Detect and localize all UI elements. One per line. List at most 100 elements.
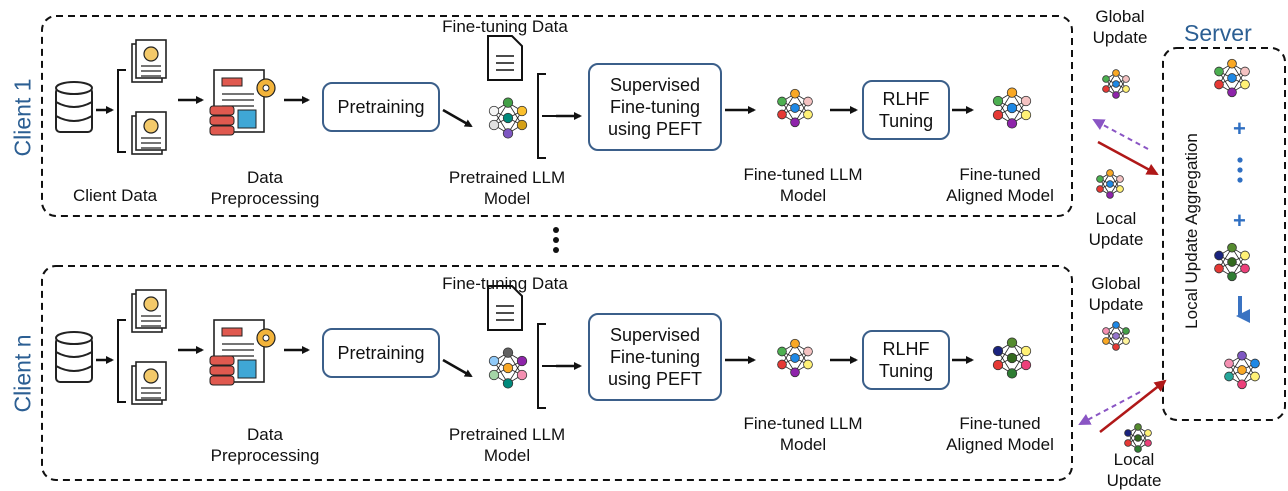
aggregation-label: Local Update Aggregation [1182,133,1201,329]
aligned-model-n-line1: Fine-tuned [959,414,1041,433]
fine-tuning-data-label: Fine-tuning Data [442,17,568,36]
rlhf-n-line2: Tuning [878,361,934,381]
rlhf-line1: RLHF [882,89,930,109]
update-arrows-client-n [1078,379,1167,433]
document-icon [487,35,523,81]
client-1-label: Client 1 [9,78,36,157]
finetuned-model-line2: Model [779,186,827,205]
local-update-label-1: Local Update [1076,208,1156,250]
document-icon [487,285,523,331]
pretrained-model-label: Pretrained LLM Model [432,167,582,209]
local-update-network-icon [1096,169,1124,199]
database-icon [55,81,93,133]
client-1-container [41,15,1073,217]
server-aggregated-network-icon [1224,350,1260,390]
document-info-icon [131,361,167,405]
client-n-container [41,265,1073,481]
finetuned-model-line1: Fine-tuned LLM [743,165,863,184]
aligned-model-line1: Fine-tuned [959,165,1041,184]
server-container [1162,47,1286,421]
finetuned-model-n-line1: Fine-tuned LLM [743,414,863,433]
data-preprocessing-label-n: Data Preprocessing [195,424,335,466]
local-update-n-line2: Update [1106,471,1162,490]
pretrained-model-line2: Model [483,189,531,208]
sft-line2: Fine-tuning [609,97,701,117]
rlhf-box-n: RLHF Tuning [862,330,950,390]
sft-line1: Supervised [609,75,701,95]
aligned-network-icon [992,337,1032,379]
pretraining-box-n: Pretraining [322,328,440,378]
sft-n-line2: Fine-tuning [609,347,701,367]
global-update-1-line2: Update [1092,28,1148,47]
pretraining-box: Pretraining [322,82,440,132]
sft-box-n: Supervised Fine-tuning using PEFT [588,313,722,401]
local-update-n-line1: Local [1113,450,1155,469]
finetuned-network-icon [777,88,813,128]
server-network-icon [1214,58,1250,98]
aligned-model-n-line2: Aligned Model [946,435,1054,454]
pretrained-network-icon [488,347,528,389]
server-networks [1214,58,1260,390]
aligned-network-icon [992,87,1032,129]
server-network-icon [1214,242,1250,282]
update-networks [1096,69,1152,453]
local-update-network-icon [1124,423,1152,453]
document-info-icon [131,39,167,83]
client-row-n [55,285,1032,409]
rlhf-line2: Tuning [878,111,934,131]
pretrained-model-n-line2: Model [483,446,531,465]
flow-arrow [442,108,473,128]
sft-n-line1: Supervised [609,325,701,345]
global-update-n-line1: Global [1091,274,1141,293]
global-update-1-line1: Global [1095,7,1145,26]
data-preprocessing-label: Data Preprocessing [195,167,335,209]
aligned-model-label: Fine-tuned Aligned Model [930,164,1070,206]
update-arrows-client-1 [1092,119,1159,176]
aligned-model-line2: Aligned Model [946,186,1054,205]
data-preprocessing-n-line2: Preprocessing [210,446,320,465]
bracket [537,323,546,409]
client-n-label: Client n [9,334,36,413]
pretrained-model-line1: Pretrained LLM [448,168,566,187]
preprocessing-icon [209,69,276,136]
global-update-label-n: Global Update [1076,273,1156,315]
data-preprocessing-line2: Preprocessing [210,189,320,208]
global-update-network-icon [1102,69,1130,99]
local-update-1-line2: Update [1088,230,1144,249]
plus-sign-2: + [1233,208,1246,233]
sft-line3: using PEFT [607,119,703,139]
bracket [117,319,126,403]
client-data-label: Client Data [72,186,158,205]
flow-arrow [442,358,473,378]
server-title: Server [1184,20,1252,46]
preprocessing-icon [209,319,276,386]
pretrained-model-n-line1: Pretrained LLM [448,425,566,444]
aligned-model-label-n: Fine-tuned Aligned Model [930,413,1070,455]
finetuned-model-n-line2: Model [779,435,827,454]
fine-tuning-data-label-n: Fine-tuning Data [442,274,568,293]
bracket [537,73,546,159]
local-update-1-line1: Local [1095,209,1137,228]
client-row-1 [55,35,1032,159]
sft-n-line3: using PEFT [607,369,703,389]
local-update-label-n: Local Update [1094,449,1174,491]
finetuned-model-label-n: Fine-tuned LLM Model [728,413,878,455]
sft-box: Supervised Fine-tuning using PEFT [588,63,722,151]
global-update-network-icon [1102,321,1130,351]
global-update-n-line2: Update [1088,295,1144,314]
document-info-icon [131,111,167,155]
rlhf-box: RLHF Tuning [862,80,950,140]
pretrained-model-label-n: Pretrained LLM Model [432,424,582,466]
server-ellipsis-icon [1237,157,1243,183]
plus-sign-1: + [1233,116,1246,141]
finetuned-network-icon [777,338,813,378]
rlhf-n-line1: RLHF [882,339,930,359]
ellipsis-icon [553,227,559,253]
global-update-label-1: Global Update [1080,6,1160,48]
database-icon [55,331,93,383]
finetuned-model-label: Fine-tuned LLM Model [728,164,878,206]
bracket [117,69,126,153]
data-preprocessing-n-line1: Data [247,425,283,444]
